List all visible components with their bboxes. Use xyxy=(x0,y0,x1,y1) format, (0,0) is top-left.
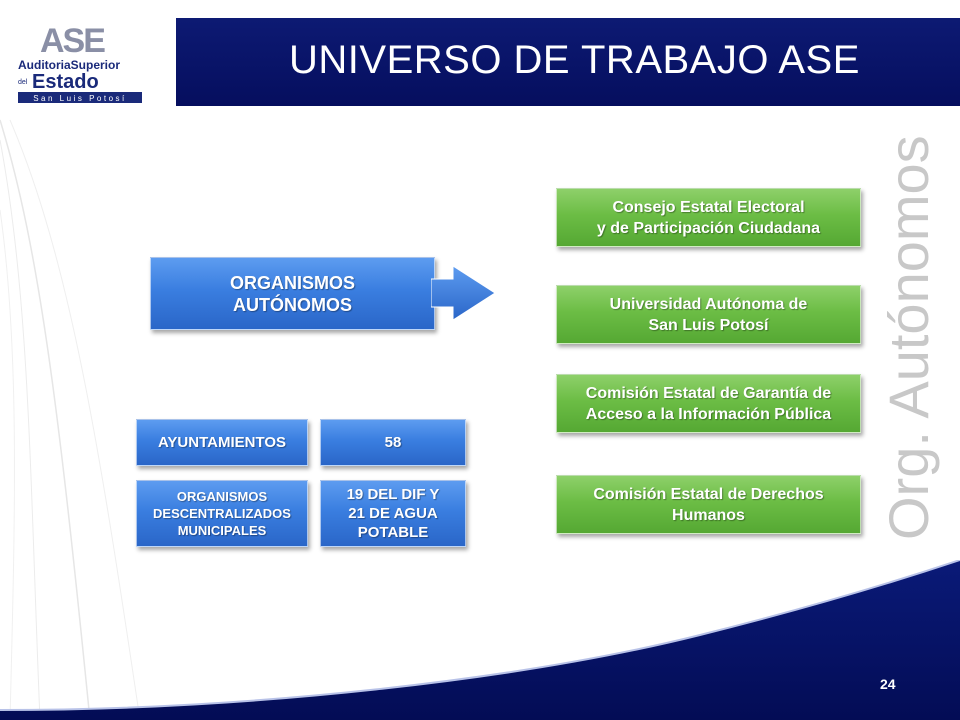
footer-wave xyxy=(0,560,960,720)
entity-box-consejo-electoral: Consejo Estatal Electoral y de Participa… xyxy=(556,188,861,247)
ayuntamientos-box: AYUNTAMIENTOS xyxy=(136,419,308,466)
organismos-descentralizados-box: ORGANISMOS DESCENTRALIZADOS MUNICIPALES xyxy=(136,480,308,547)
watermark-text: Org. Autónomos xyxy=(877,135,940,540)
logo-mark-text: ASE xyxy=(40,22,105,60)
ase-logo: ASE AuditoriaSuperior del Estado San Lui… xyxy=(8,18,148,108)
ayuntamientos-label: AYUNTAMIENTOS xyxy=(157,434,287,451)
entity-box-universidad: Universidad Autónoma de San Luis Potosí xyxy=(556,285,861,344)
entity-box-comision-transparencia: Comisión Estatal de Garantía de Acceso a… xyxy=(556,374,861,433)
ayuntamientos-count: 58 xyxy=(384,434,402,451)
header-bar: UNIVERSO DE TRABAJO ASE xyxy=(176,18,960,106)
organismos-descentralizados-count: 19 DEL DIF Y 21 DE AGUA POTABLE xyxy=(346,486,440,541)
right-arrow-icon xyxy=(431,265,496,321)
organismos-autonomos-box: ORGANISMOS AUTÓNOMOS xyxy=(150,257,435,330)
logo-line3: San Luis Potosí xyxy=(33,94,127,103)
page-number: 24 xyxy=(880,676,896,692)
entity-label: Consejo Estatal Electoral y de Participa… xyxy=(596,198,821,237)
organismos-autonomos-label: ORGANISMOS AUTÓNOMOS xyxy=(229,272,355,315)
logo-line2-small: del xyxy=(18,79,28,86)
logo-line1: AuditoriaSuperior xyxy=(18,58,120,72)
entity-label: Comisión Estatal de Garantía de Acceso a… xyxy=(585,384,832,423)
organismos-descentralizados-count-box: 19 DEL DIF Y 21 DE AGUA POTABLE xyxy=(320,480,466,547)
page-title: UNIVERSO DE TRABAJO ASE xyxy=(289,38,860,82)
entity-box-comision-derechos-humanos: Comisión Estatal de Derechos Humanos xyxy=(556,475,861,534)
entity-label: Universidad Autónoma de San Luis Potosí xyxy=(609,295,808,334)
entity-label: Comisión Estatal de Derechos Humanos xyxy=(593,485,824,524)
ase-logo-mark: ASE AuditoriaSuperior del Estado San Lui… xyxy=(18,22,142,103)
organismos-descentralizados-label: ORGANISMOS DESCENTRALIZADOS MUNICIPALES xyxy=(153,489,291,538)
ayuntamientos-count-box: 58 xyxy=(320,419,466,466)
logo-line2: Estado xyxy=(32,71,99,93)
